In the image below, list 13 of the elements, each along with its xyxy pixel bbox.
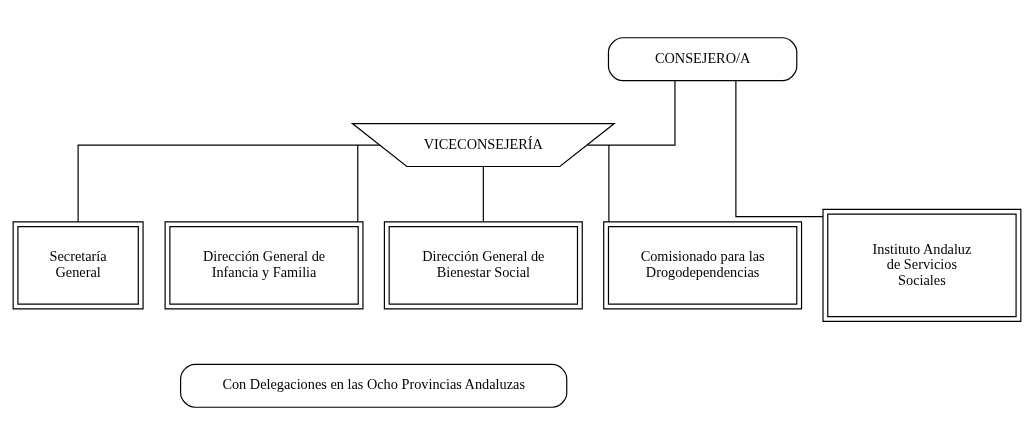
connector [482,165,484,222]
connector [77,143,381,222]
node-box: Secretaría General [12,220,144,309]
node-box: Dirección General de Infancia y Familia [164,220,364,309]
node-box: CONSEJERO/A [607,36,798,81]
connector [735,79,824,217]
connector [586,79,676,146]
node-box: Comisionado para las Drogodependencias [603,220,803,309]
node-box: Dirección General de Bienestar Social [383,220,583,309]
connector [608,144,610,222]
node-box: Instituto Andaluz de Servicios Sociales [822,208,1022,322]
node-box: Con Delegaciones en las Ocho Provincias Andaluzas [180,363,568,408]
connector [357,144,359,222]
